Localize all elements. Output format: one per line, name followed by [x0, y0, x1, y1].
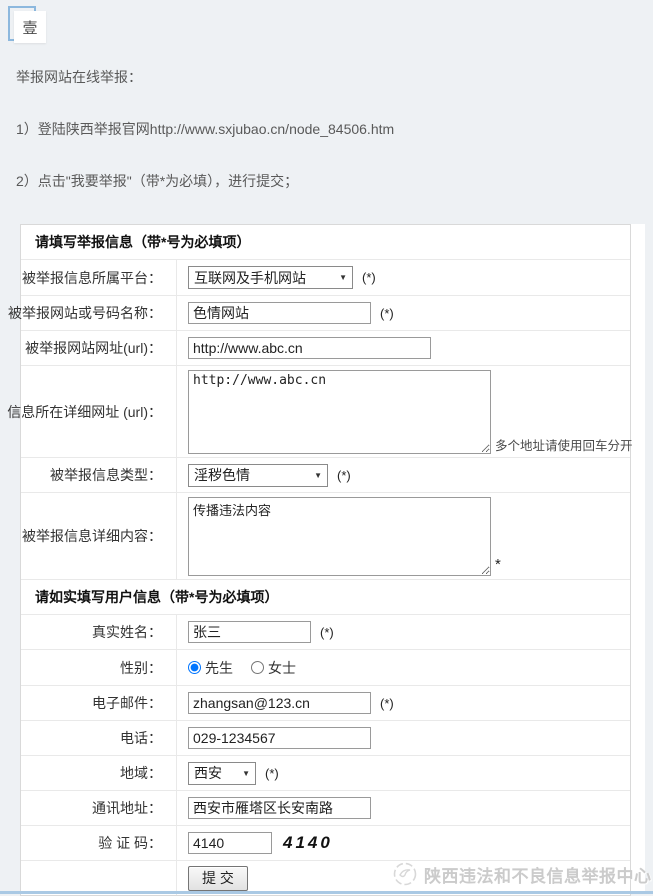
section2-title: 请如实填写用户信息（带*号为必填项）: [35, 589, 279, 605]
chevron-down-icon: ▼: [339, 273, 347, 282]
detail-urls-row: 信息所在详细网址 (url)： http://www.abc.cn 多个地址请使…: [7, 365, 633, 457]
section1-title: 请填写举报信息（带*号为必填项）: [35, 234, 251, 250]
chevron-down-icon: ▼: [314, 470, 322, 480]
email-label: 电子邮件：: [92, 695, 162, 711]
detail-content-row: 被举报信息详细内容： 传播违法内容 *: [21, 492, 630, 579]
gender-male-option[interactable]: 先生: [188, 658, 233, 678]
required-mark: (*): [380, 695, 394, 711]
required-mark: (*): [337, 467, 351, 483]
phone-input[interactable]: [188, 727, 371, 749]
gender-male-label: 先生: [205, 659, 233, 676]
captcha-row: 验 证 码： 4140: [21, 825, 630, 860]
gender-female-option[interactable]: 女士: [251, 658, 296, 678]
region-label: 地域：: [120, 765, 162, 781]
watermark-text: 陕西违法和不良信息举报中心: [424, 866, 652, 886]
site-url-input[interactable]: [188, 337, 431, 359]
gender-female-label: 女士: [268, 659, 296, 676]
step2-text: 2）点击"我要举报"（带*为必填），进行提交；: [16, 173, 299, 189]
region-select-value: 西安: [194, 765, 222, 781]
step1-text: 1）登陆陕西举报官网http://www.sxjubao.cn/node_845…: [16, 121, 395, 137]
platform-select-value: 互联网及手机网站: [194, 269, 306, 286]
submit-row: 提 交: [21, 860, 630, 895]
required-mark: (*): [380, 305, 394, 321]
reporting-center-logo-icon: [393, 862, 417, 886]
required-mark: (*): [265, 765, 279, 781]
required-star: *: [495, 556, 501, 573]
info-type-select-value: 淫秽色情: [194, 467, 250, 483]
gender-row: 性别： 先生 女士: [21, 649, 630, 685]
detail-content-textarea[interactable]: 传播违法内容: [188, 497, 491, 576]
address-label: 通讯地址：: [92, 800, 162, 816]
address-input[interactable]: [188, 797, 371, 819]
gender-male-radio[interactable]: [188, 661, 201, 674]
site-url-label: 被举报网站网址(url)：: [25, 340, 162, 356]
gender-label: 性别：: [120, 659, 162, 676]
report-form-table: 请填写举报信息（带*号为必填项） 被举报信息所属平台： 互联网及手机网站 ▼ (…: [7, 224, 633, 896]
info-type-row: 被举报信息类型： 淫秽色情 ▼ (*): [21, 457, 630, 492]
email-input[interactable]: [188, 692, 371, 714]
real-name-input[interactable]: [188, 621, 311, 643]
detail-urls-textarea[interactable]: http://www.abc.cn: [188, 370, 491, 454]
required-mark: (*): [320, 624, 334, 640]
info-type-select[interactable]: 淫秽色情 ▼: [188, 463, 328, 487]
site-name-label: 被举报网站或号码名称：: [8, 305, 162, 321]
phone-row: 电话：: [21, 720, 630, 755]
report-form-panel: 请填写举报信息（带*号为必填项） 被举报信息所属平台： 互联网及手机网站 ▼ (…: [7, 224, 645, 896]
detail-urls-label: 信息所在详细网址 (url)：: [7, 403, 162, 420]
bottom-divider: [0, 891, 653, 894]
address-row: 通讯地址：: [21, 790, 630, 825]
region-row: 地域： 西安 ▼ (*): [21, 755, 630, 790]
required-mark: (*): [362, 270, 376, 285]
site-name-input[interactable]: [188, 302, 371, 324]
site-url-row: 被举报网站网址(url)：: [21, 330, 630, 365]
site-name-row: 被举报网站或号码名称： (*): [8, 295, 630, 330]
detail-urls-note: 多个地址请使用回车分开: [495, 439, 633, 453]
email-row: 电子邮件： (*): [21, 685, 630, 720]
real-name-row: 真实姓名： (*): [21, 614, 630, 649]
captcha-image-text: 4140: [283, 833, 333, 852]
real-name-label: 真实姓名：: [92, 624, 162, 640]
captcha-input[interactable]: [188, 832, 272, 854]
section1-header: 请填写举报信息（带*号为必填项）: [21, 225, 630, 259]
section-number-badge: 壹: [8, 6, 52, 46]
info-type-label: 被举报信息类型：: [50, 467, 162, 483]
submit-button[interactable]: 提 交: [188, 865, 248, 891]
gender-female-radio[interactable]: [251, 661, 264, 674]
badge-number-one: 壹: [14, 11, 46, 43]
region-select[interactable]: 西安 ▼: [188, 761, 256, 785]
watermark: 陕西违法和不良信息举报中心: [392, 861, 652, 887]
intro-text: 举报网站在线举报：: [16, 69, 142, 85]
platform-row: 被举报信息所属平台： 互联网及手机网站 ▼ (*): [21, 259, 630, 295]
section2-header: 请如实填写用户信息（带*号为必填项）: [21, 579, 630, 614]
platform-select[interactable]: 互联网及手机网站 ▼: [188, 266, 353, 289]
chevron-down-icon: ▼: [242, 768, 250, 778]
platform-label: 被举报信息所属平台：: [22, 269, 162, 286]
phone-label: 电话：: [120, 730, 162, 746]
captcha-label: 验 证 码：: [98, 835, 162, 851]
detail-content-label: 被举报信息详细内容：: [22, 528, 162, 544]
